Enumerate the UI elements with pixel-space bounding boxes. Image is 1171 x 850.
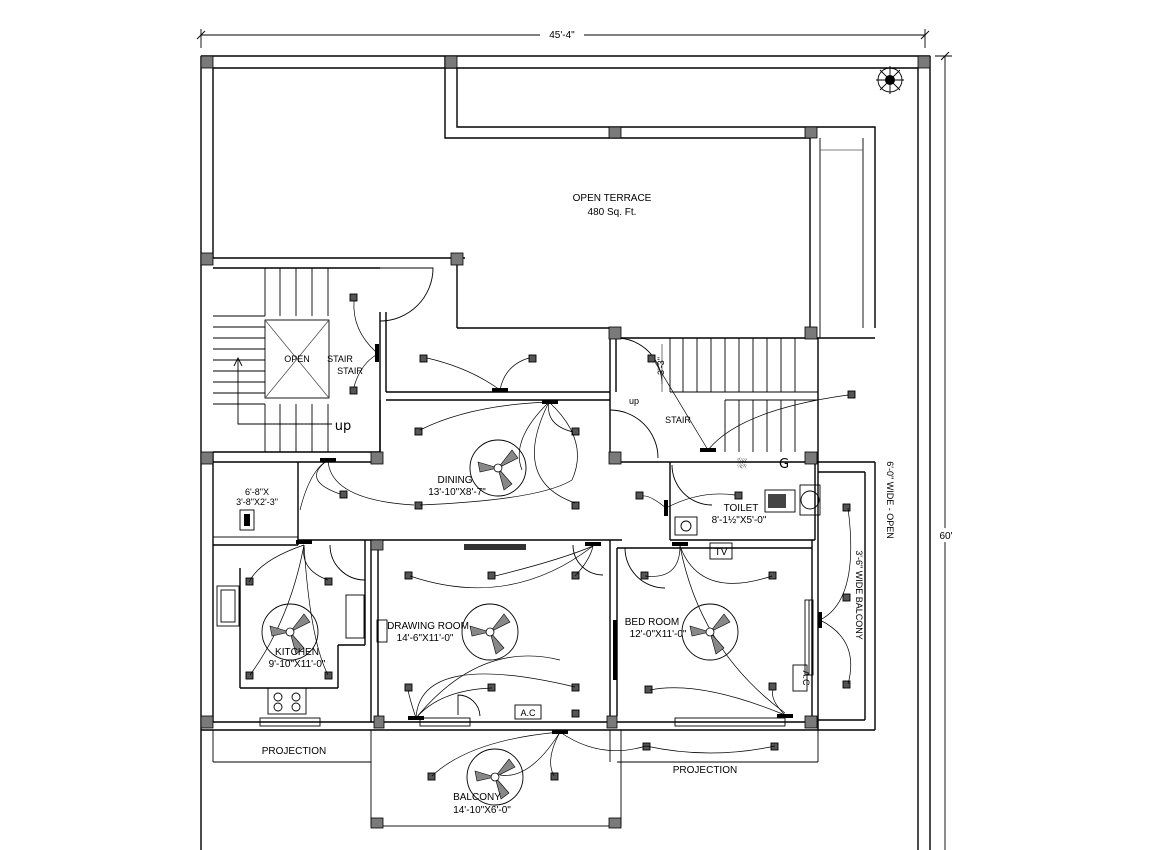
switch-board-icon <box>777 714 793 718</box>
stair-dim-label: 3'-3" <box>656 357 666 375</box>
stair-label-left-2: STAIR <box>337 366 363 376</box>
light-point-icon <box>640 571 649 580</box>
projection-left-label: PROJECTION <box>262 746 326 757</box>
depth-dimension-line <box>935 51 952 850</box>
stair-label-right: STAIR <box>665 415 691 425</box>
light-points <box>245 293 856 781</box>
ceiling-fan-icon <box>469 439 527 497</box>
light-point-icon <box>571 709 580 718</box>
washbasin-icon <box>674 516 698 536</box>
tv-label: TV <box>715 547 728 558</box>
light-point-icon <box>414 501 423 510</box>
switch-board-icon <box>296 540 312 544</box>
light-point-icon <box>404 571 413 580</box>
wc-icon <box>764 489 796 513</box>
light-point-icon <box>349 386 358 395</box>
switch-board-icon <box>672 542 688 546</box>
light-point-icon <box>245 671 254 680</box>
light-point-icon <box>324 671 333 680</box>
bed-room-name: BED ROOM <box>625 617 679 628</box>
light-point-icon <box>842 593 851 602</box>
ceiling-fan-icon <box>261 603 319 661</box>
toilet-size: 8'-1½"X5'-0" <box>712 515 767 526</box>
balcony-name: BALCONY <box>453 792 501 803</box>
light-point-icon <box>768 682 777 691</box>
drawing-room-size: 14'-6"X11'-0" <box>397 633 454 644</box>
columns <box>200 55 931 829</box>
sink-icon <box>216 585 240 627</box>
stair-up-label-right: up <box>629 396 639 406</box>
kitchen-fixtures <box>216 509 307 715</box>
store-line-2: 3'-8"X2'-3" <box>236 497 278 507</box>
switch-board-icon <box>542 400 558 404</box>
wiring <box>248 300 852 777</box>
store-line-1: 6'-8"X <box>245 487 269 497</box>
light-point-icon <box>635 491 644 500</box>
light-point-icon <box>487 683 496 692</box>
doors <box>329 267 713 717</box>
ceiling-fan-icon <box>461 603 519 661</box>
ac-box-drawing <box>514 704 542 720</box>
projection-right-label: PROJECTION <box>673 765 737 776</box>
stove-icon <box>267 687 307 715</box>
kitchen-size: 9'-10"X11'-0" <box>269 659 326 670</box>
light-point-icon <box>571 683 580 692</box>
exhaust-fan-icon <box>464 544 526 550</box>
overall-depth-label: 60' <box>939 531 952 542</box>
balcony-size: 14'-10"X6'-0" <box>453 805 511 816</box>
dining-size: 13'-10"X8'-7" <box>428 487 486 498</box>
light-point-icon <box>550 772 559 781</box>
tv-box <box>709 542 733 560</box>
ac-label-drawing: A.C <box>520 708 536 718</box>
light-point-icon <box>419 354 428 363</box>
kitchen-name: KITCHEN <box>275 647 319 658</box>
ceiling-fan-icon <box>681 603 739 661</box>
light-point-icon <box>404 683 413 692</box>
light-point-icon <box>349 293 358 302</box>
switch-board-icon <box>375 344 379 362</box>
stair-up-label-left: up <box>335 419 352 434</box>
windows <box>212 461 814 727</box>
toilet-fixtures: ⛆ G <box>674 457 821 536</box>
projection-balcony-outline <box>212 729 819 827</box>
tree-icon <box>876 66 904 94</box>
light-point-icon <box>647 354 656 363</box>
switch-panel-drawing <box>376 619 388 643</box>
stair-open-label: OPEN <box>284 354 310 364</box>
light-point-icon <box>414 427 423 436</box>
ac-label-bed: A.C <box>801 670 811 686</box>
left-stair <box>213 268 332 452</box>
side-balcony-label: 3'-6" WIDE BALCONY <box>854 550 864 639</box>
side-open-label: 6'-0" WIDE - OPEN <box>885 461 895 538</box>
terrace-area: 480 Sq. Ft. <box>588 207 637 218</box>
light-point-icon <box>528 354 537 363</box>
light-point-icon <box>734 491 743 500</box>
light-point-icon <box>324 577 333 586</box>
tube-light-icon <box>613 620 617 680</box>
drawing-room-name: DRAWING ROOM <box>387 621 469 632</box>
overall-width-label: 45'-4" <box>549 30 575 41</box>
light-point-icon <box>842 503 851 512</box>
terrace-parapet <box>444 56 876 338</box>
switch-board-icon <box>585 542 601 546</box>
toilet-name: TOILET <box>724 503 759 514</box>
dining-name: DINING <box>438 475 473 486</box>
geyser-icon: G <box>779 457 789 472</box>
ceiling-fan-icon <box>466 748 524 806</box>
stair-label-left: STAIR <box>327 354 353 364</box>
light-point-icon <box>487 571 496 580</box>
shower-icon: ⛆ <box>737 457 748 472</box>
terrace-name: OPEN TERRACE <box>573 193 652 204</box>
geyser-icon <box>799 484 821 516</box>
bed-room-size: 12'-0"X11'-0" <box>630 629 687 640</box>
light-point-icon <box>847 390 856 399</box>
ac-box-bed <box>792 664 808 692</box>
light-point-icon <box>768 571 777 580</box>
light-point-icon <box>427 772 436 781</box>
light-point-icon <box>339 490 348 499</box>
light-point-icon <box>842 680 851 689</box>
right-stair <box>661 338 818 452</box>
light-point-icon <box>571 501 580 510</box>
